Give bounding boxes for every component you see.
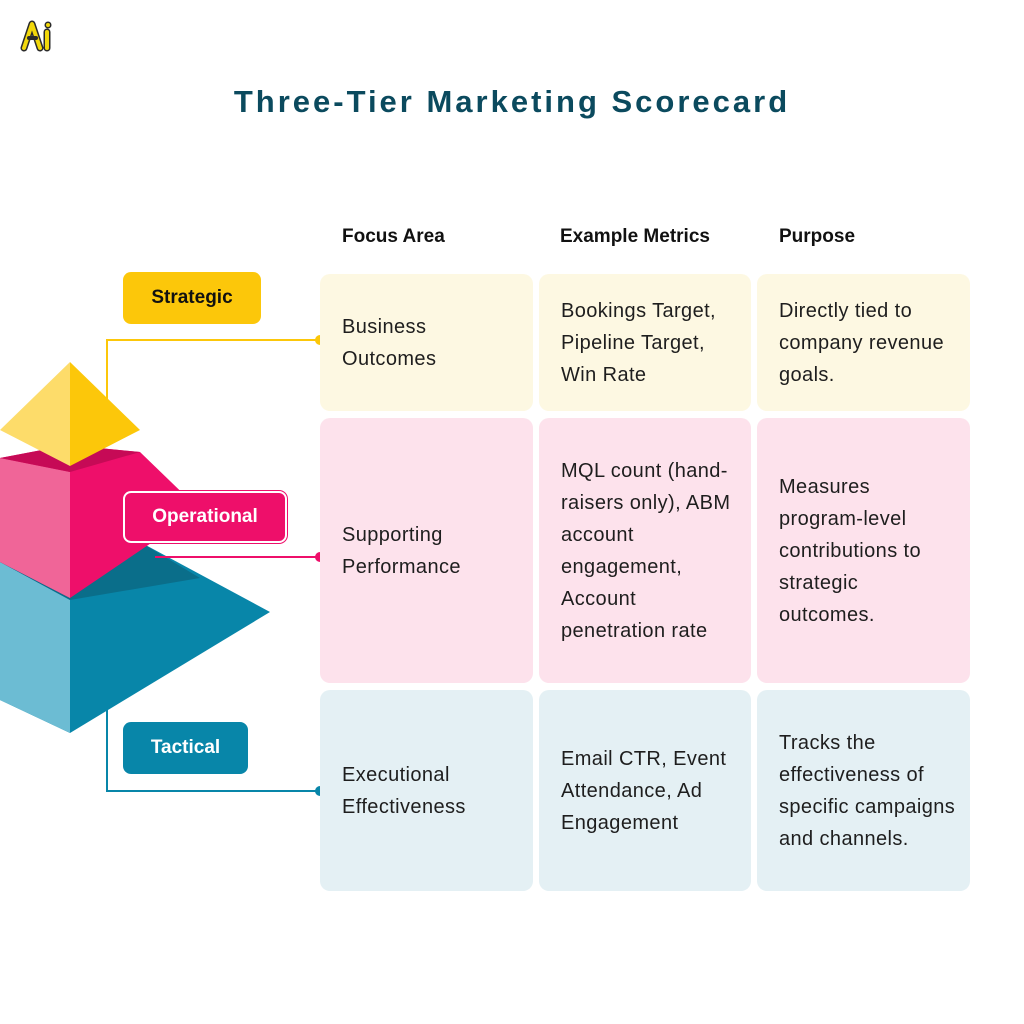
tier-label-strategic: Strategic <box>123 272 261 324</box>
cell-text: Measures program-level contributions to … <box>779 475 922 626</box>
cell-text: Tracks the effectiveness of specific cam… <box>779 731 956 850</box>
strategic-purpose-cell: Directly tied to company revenue goals. <box>757 274 970 411</box>
pyramid-strategic-tier <box>0 362 140 466</box>
cell-text: MQL count (hand-raisers only), ABM accou… <box>561 459 731 642</box>
cell-text: Business Outcomes <box>342 315 437 370</box>
header-example-metrics: Example Metrics <box>560 226 710 247</box>
operational-focus-cell: Supporting Performance <box>320 418 533 683</box>
header-focus-area: Focus Area <box>342 226 445 247</box>
tactical-metrics-cell: Email CTR, Event Attendance, Ad Engageme… <box>539 690 751 891</box>
header-purpose: Purpose <box>779 226 856 247</box>
cell-text: Bookings Target, Pipeline Target, Win Ra… <box>561 299 717 386</box>
tier-label-operational: Operational <box>123 491 287 543</box>
pyramid-operational-tier <box>0 445 200 598</box>
operational-purpose-cell: Measures program-level contributions to … <box>757 418 970 683</box>
pyramid-graphic <box>0 335 325 796</box>
operational-metrics-cell: MQL count (hand-raisers only), ABM accou… <box>539 418 751 683</box>
cell-text: Directly tied to company revenue goals. <box>779 299 944 386</box>
cell-text: Supporting Performance <box>342 523 461 578</box>
cell-text: Email CTR, Event Attendance, Ad Engageme… <box>561 747 727 834</box>
tactical-purpose-cell: Tracks the effectiveness of specific cam… <box>757 690 970 891</box>
page-title: Three-Tier Marketing Scorecard <box>233 84 791 119</box>
strategic-metrics-cell: Bookings Target, Pipeline Target, Win Ra… <box>539 274 751 411</box>
tactical-focus-cell: Executional Effectiveness <box>320 690 533 891</box>
ai-logo-icon <box>20 20 52 52</box>
tactical-connector <box>106 700 320 792</box>
tier-label-tactical: Tactical <box>123 722 248 774</box>
cell-text: Executional Effectiveness <box>342 763 466 818</box>
strategic-focus-cell: Business Outcomes <box>320 274 533 411</box>
strategic-connector <box>106 339 320 420</box>
